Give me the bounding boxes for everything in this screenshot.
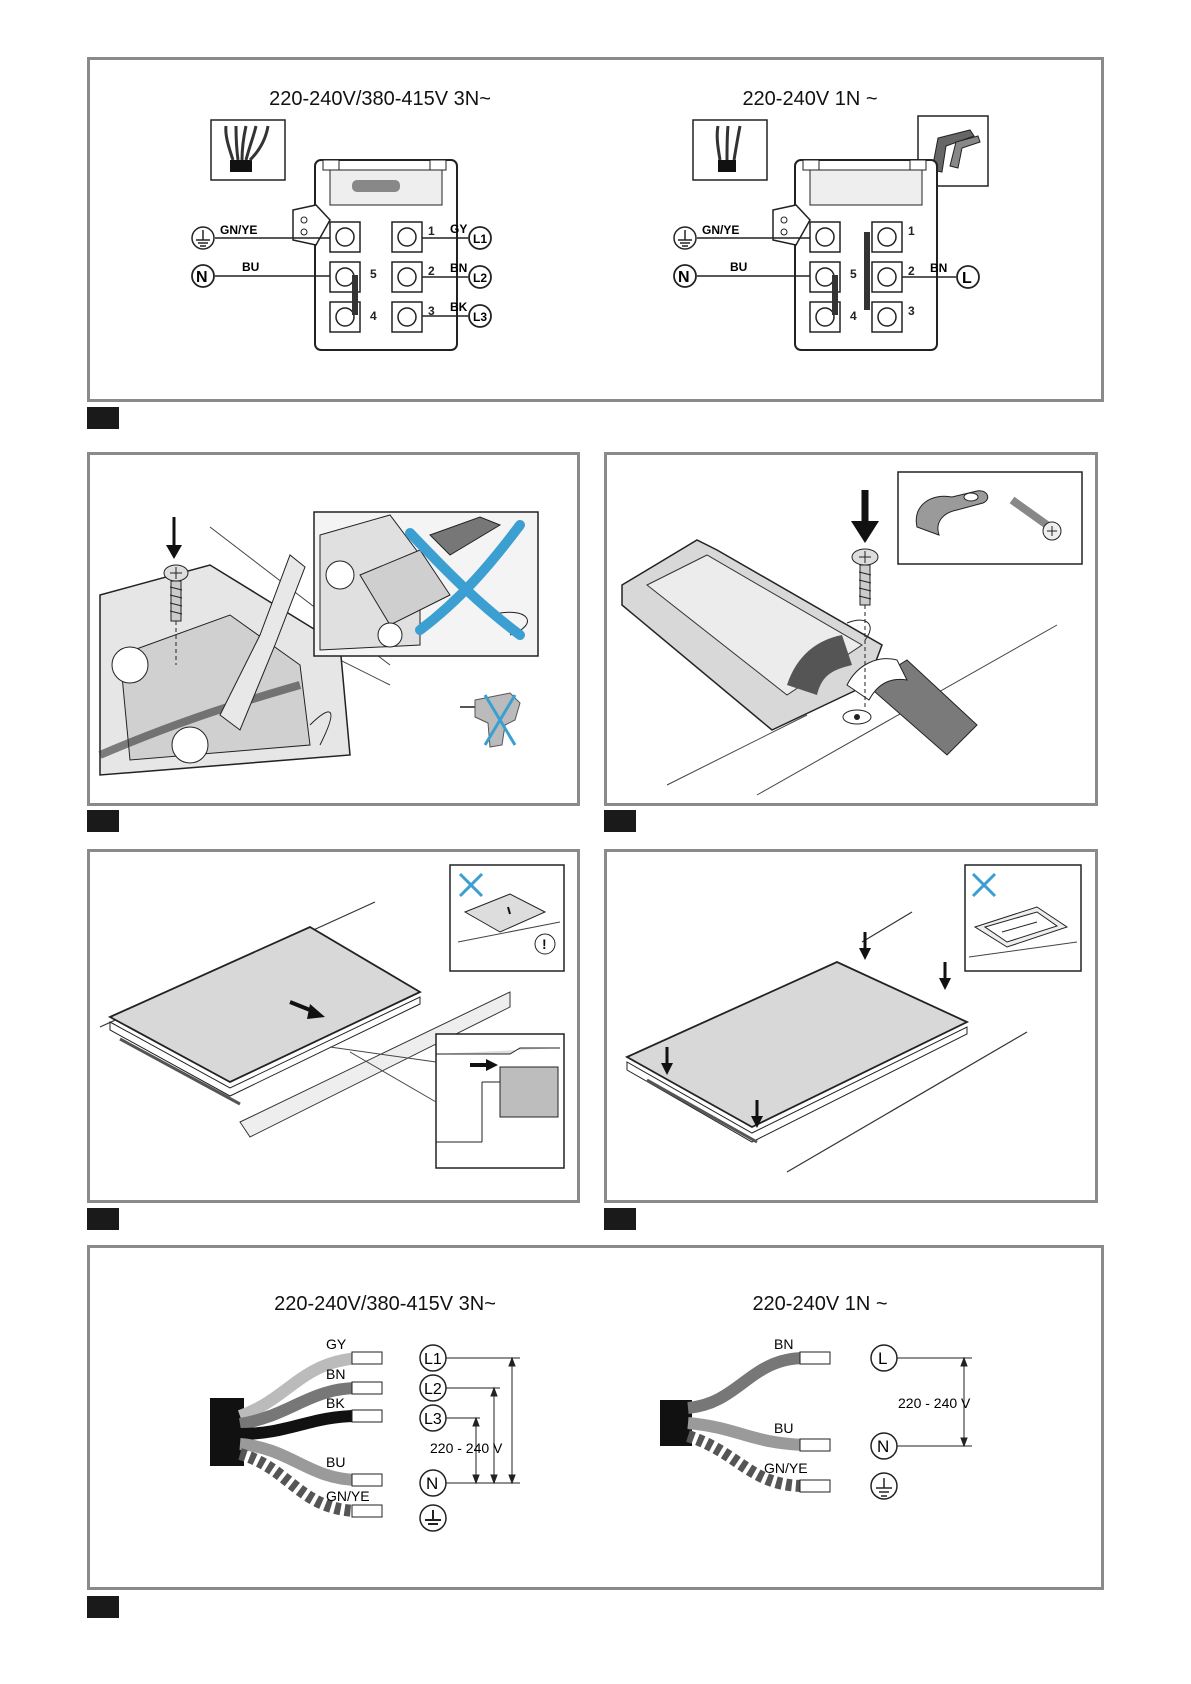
line-wire-label: BN bbox=[930, 261, 947, 275]
neutral-wire-label: BU bbox=[730, 260, 747, 274]
warning-icon: ! bbox=[535, 934, 555, 954]
neutral-label: N bbox=[196, 269, 208, 286]
l3-wire-label: BK bbox=[450, 300, 468, 314]
l2-label: L2 bbox=[473, 271, 487, 285]
cable-wiring-panel: 220-240V/380-415V 3N~ 220-240V 1N ~ GY B… bbox=[87, 1245, 1104, 1590]
terminal-l: L bbox=[878, 1349, 887, 1368]
cable-clamp-panel bbox=[604, 452, 1098, 806]
l3-label: L3 bbox=[473, 310, 487, 324]
svg-text:5: 5 bbox=[850, 267, 857, 281]
terminal-diagram-panel: 220-240V/380-415V 3N~ 220-240V 1N ~ bbox=[87, 57, 1104, 402]
svg-text:1: 1 bbox=[428, 224, 435, 238]
insert-hob-panel: ! bbox=[87, 849, 580, 1203]
earth-symbol-icon bbox=[674, 227, 696, 249]
figure-tag-1 bbox=[87, 407, 119, 429]
wrong-inset bbox=[314, 512, 538, 656]
arrow-down-icon bbox=[851, 490, 879, 543]
svg-text:!: ! bbox=[542, 936, 547, 952]
terminal-block-1n: 5 4 1 2 3 bbox=[697, 160, 956, 350]
figure-tag-5 bbox=[604, 1208, 636, 1230]
earth-symbol-icon bbox=[192, 227, 214, 249]
cable-clamp-inset bbox=[898, 472, 1082, 564]
terminal-block-3n: 5 4 1 2 3 bbox=[215, 160, 468, 350]
wire-label-bn: BN bbox=[326, 1366, 345, 1382]
power-drill-icon bbox=[460, 693, 520, 747]
cable-thumbnail-icon bbox=[693, 120, 767, 180]
svg-text:4: 4 bbox=[370, 309, 377, 323]
cable-thumbnail-icon bbox=[211, 120, 285, 180]
terminal-diagram-art: 5 4 1 2 3 GN/YE N BU bbox=[90, 60, 1101, 399]
detail-inset bbox=[330, 1034, 564, 1168]
svg-text:1: 1 bbox=[908, 224, 915, 238]
neutral-label: N bbox=[678, 269, 690, 286]
figure-tag-6 bbox=[87, 1596, 119, 1618]
earth-wire-label: GN/YE bbox=[702, 223, 739, 237]
l1-wire-label: GY bbox=[450, 222, 467, 236]
terminal-l3: L3 bbox=[424, 1411, 442, 1428]
terminal-l2: L2 bbox=[424, 1381, 442, 1398]
voltage-label: 220 - 240 V bbox=[430, 1440, 503, 1456]
press-hob-panel bbox=[604, 849, 1098, 1203]
arrow-down-icon bbox=[166, 517, 182, 559]
terminal-n: N bbox=[877, 1437, 889, 1456]
screw-terminal-art bbox=[90, 455, 577, 803]
cable-clamp-art bbox=[607, 455, 1095, 803]
terminal-l1: L1 bbox=[424, 1351, 442, 1368]
wrong-inset: ! bbox=[450, 865, 564, 971]
wire-label-gnye: GN/YE bbox=[326, 1488, 370, 1504]
l2-wire-label: BN bbox=[450, 261, 467, 275]
svg-text:4: 4 bbox=[850, 309, 857, 323]
wire-label-bu: BU bbox=[326, 1454, 345, 1470]
wire-label-gy: GY bbox=[326, 1336, 347, 1352]
neutral-wire-label: BU bbox=[242, 260, 259, 274]
figure-tag-3 bbox=[604, 810, 636, 832]
l1-label: L1 bbox=[473, 232, 487, 246]
earth-symbol-icon bbox=[871, 1473, 897, 1499]
earth-symbol-icon bbox=[420, 1505, 446, 1531]
wire-label-bk: BK bbox=[326, 1395, 345, 1411]
earth-wire-label: GN/YE bbox=[220, 223, 257, 237]
screw-terminal-panel bbox=[87, 452, 580, 806]
wire-label-bn: BN bbox=[774, 1336, 793, 1352]
svg-text:2: 2 bbox=[428, 264, 435, 278]
svg-text:5: 5 bbox=[370, 267, 377, 281]
svg-text:3: 3 bbox=[908, 304, 915, 318]
insert-hob-art: ! bbox=[90, 852, 577, 1200]
wrong-inset bbox=[965, 865, 1081, 971]
wire-label-bu: BU bbox=[774, 1420, 793, 1436]
press-hob-art bbox=[607, 852, 1095, 1200]
figure-tag-4 bbox=[87, 1208, 119, 1230]
terminal-n: N bbox=[426, 1474, 438, 1493]
line-label: L bbox=[962, 270, 972, 287]
svg-text:2: 2 bbox=[908, 264, 915, 278]
voltage-label: 220 - 240 V bbox=[898, 1395, 971, 1411]
cable-wiring-art: GY BN BK BU GN/YE L1 L2 L3 N 220 - 240 V bbox=[90, 1248, 1101, 1587]
figure-tag-2 bbox=[87, 810, 119, 832]
wire-label-gnye: GN/YE bbox=[764, 1460, 808, 1476]
